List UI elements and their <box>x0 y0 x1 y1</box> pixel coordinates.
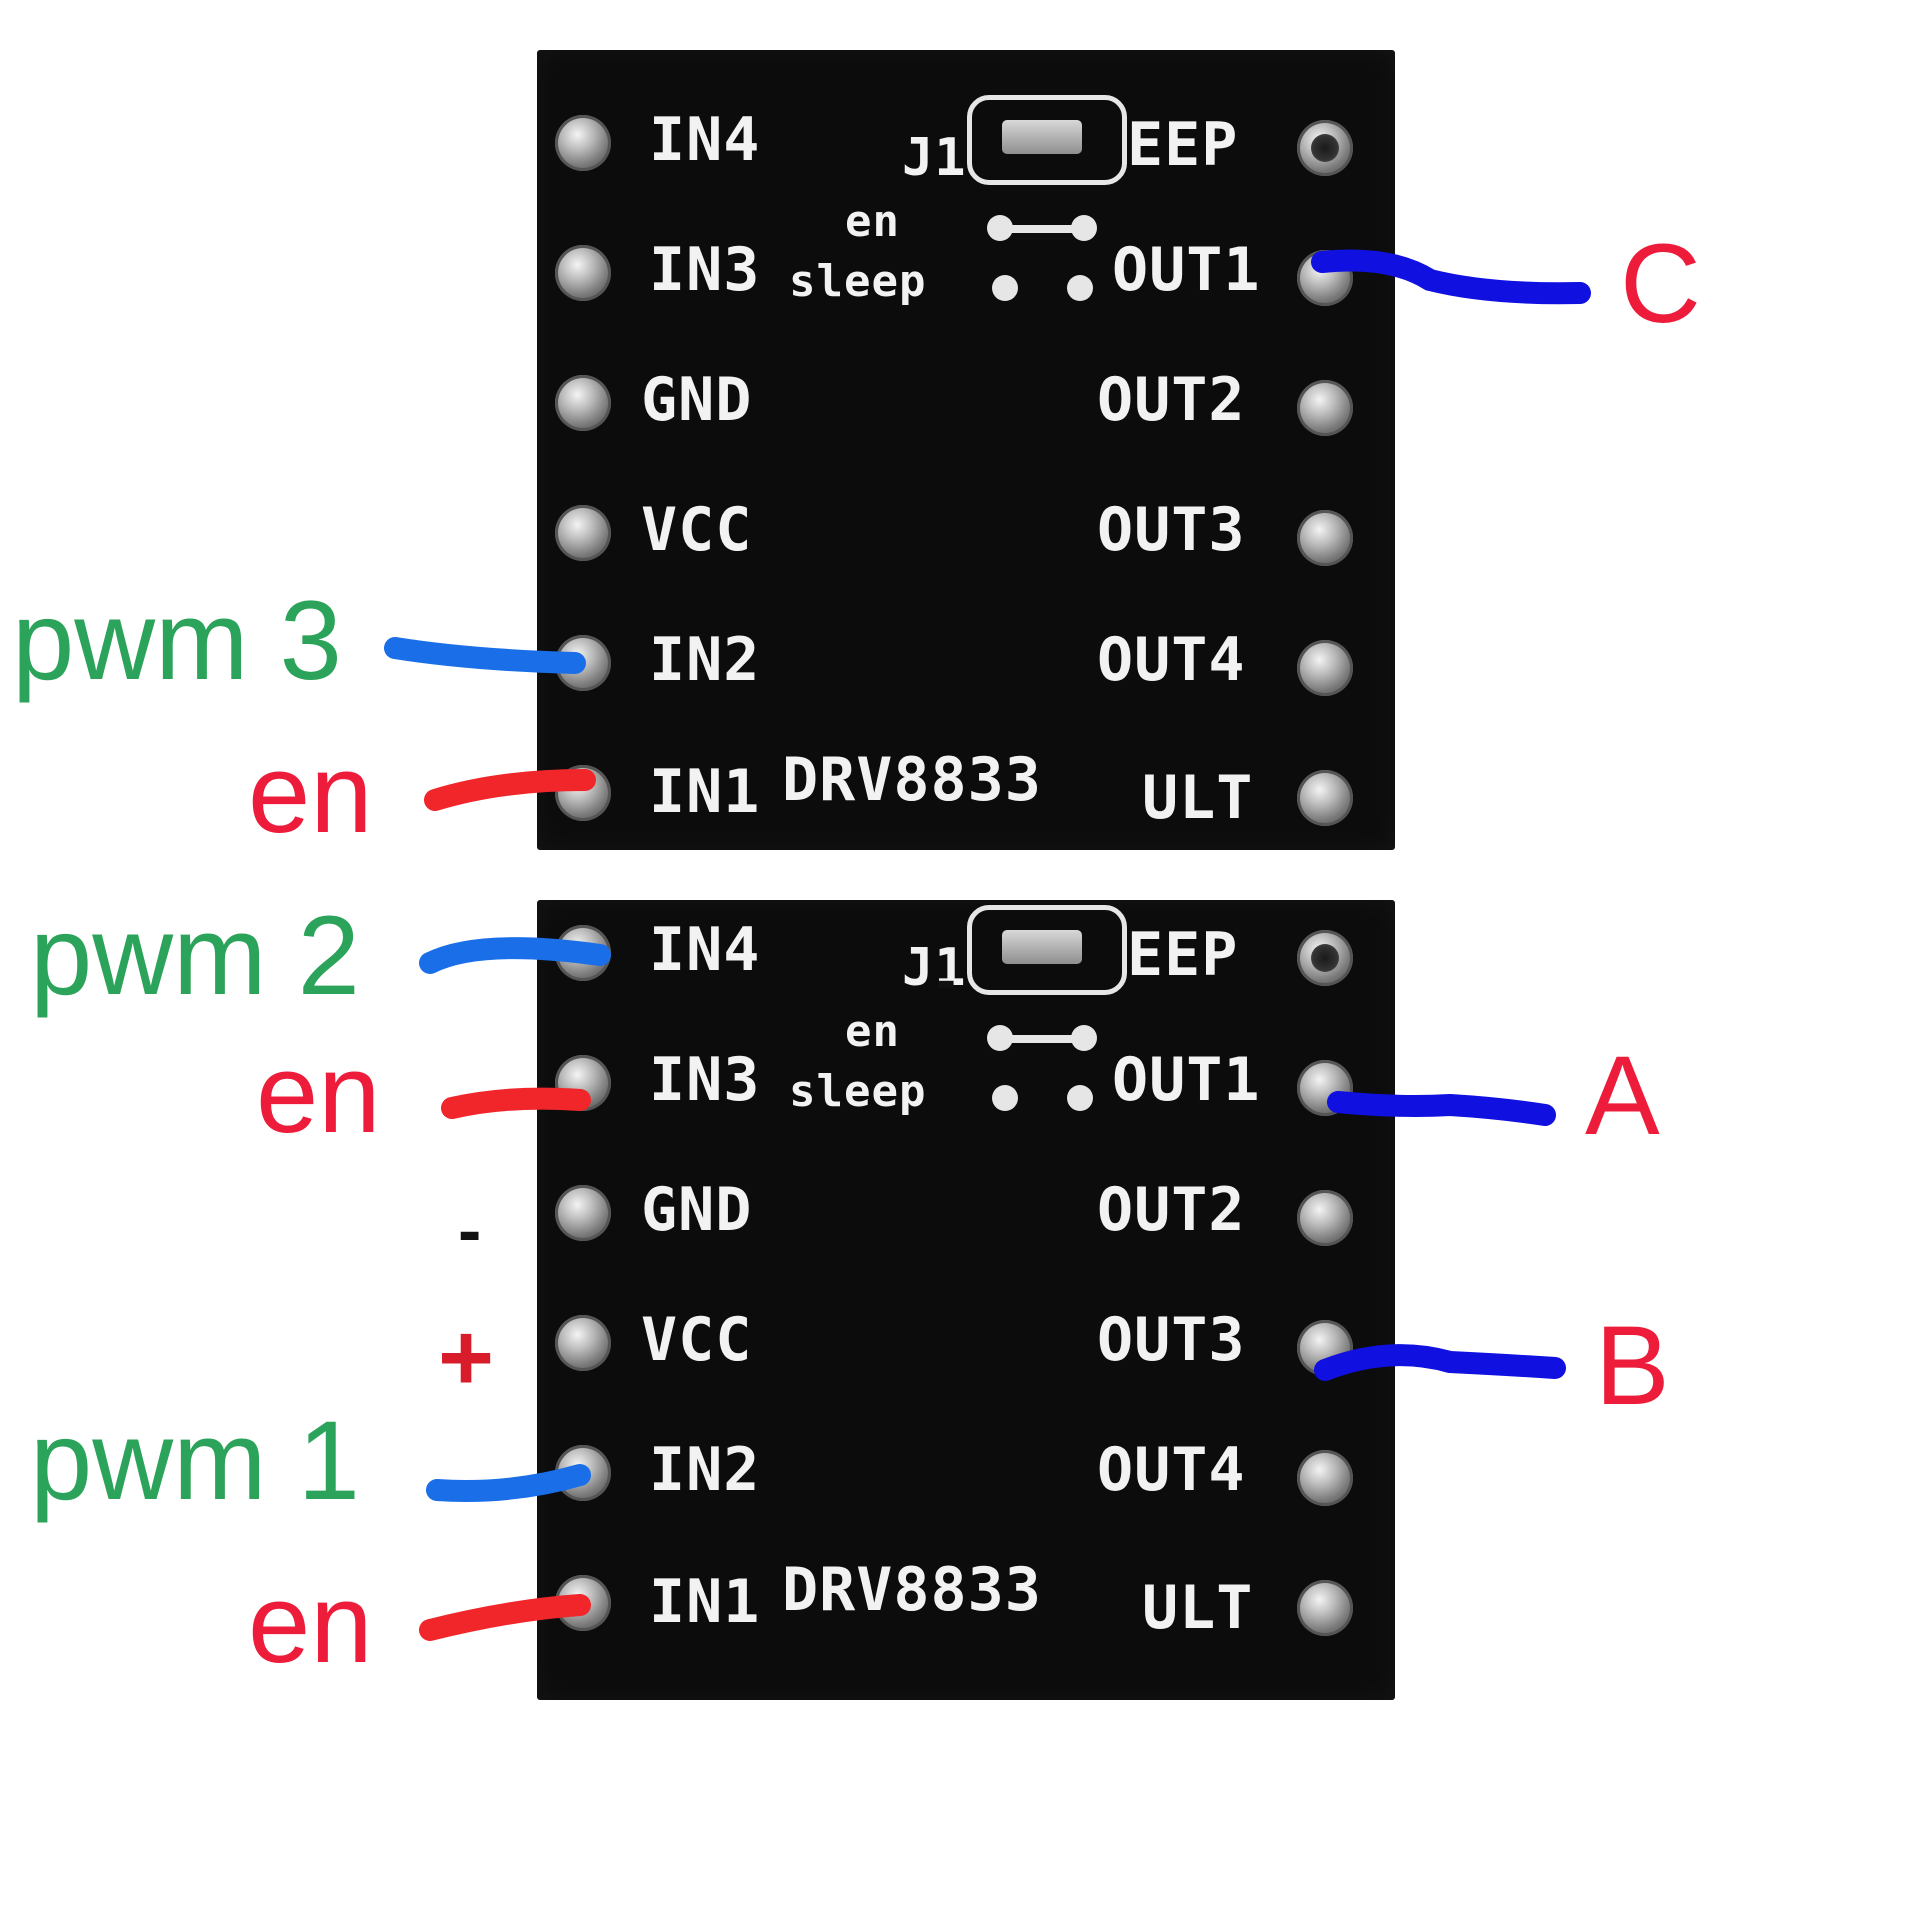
pad-out2 <box>1297 1190 1353 1246</box>
pad-out4 <box>1297 640 1353 696</box>
chip-name: DRV8833 <box>782 745 1042 815</box>
pad-vcc <box>555 1315 611 1371</box>
pin-label-ult: ULT <box>1142 763 1254 833</box>
solder-dot-left <box>992 275 1018 301</box>
pin-label-out3: OUT3 <box>1097 1305 1246 1375</box>
pin-label-eep: EEP <box>1127 110 1239 180</box>
pad-out4 <box>1297 1450 1353 1506</box>
pin-label-vcc: VCC <box>641 1305 753 1375</box>
solder-bridge <box>987 205 1097 241</box>
wire-top-pwm3 <box>384 637 586 674</box>
jumper-j1 <box>967 905 1127 995</box>
label-bottom-en-in3: en <box>256 1031 381 1156</box>
pin-label-eep: EEP <box>1127 920 1239 990</box>
label-bottom-out-b: B <box>1595 1303 1670 1428</box>
pin-label-in1: IN1 <box>649 757 761 827</box>
pin-label-out1: OUT1 <box>1112 1045 1261 1115</box>
label-bottom-pwm1: pwm 1 <box>30 1398 360 1523</box>
pin-label-out2: OUT2 <box>1097 365 1246 435</box>
label-top-out-c: C <box>1620 221 1701 346</box>
label-bottom-vcc-plus: + <box>438 1304 495 1411</box>
wire-bottom-en-in3 <box>441 1087 591 1119</box>
pad-out3 <box>1297 510 1353 566</box>
wire-bottom-b <box>1314 1344 1566 1381</box>
pin-label-out4: OUT4 <box>1097 1435 1246 1505</box>
pin-label-vcc: VCC <box>641 495 753 565</box>
jumper-text-sleep: sleep <box>789 1066 927 1117</box>
jumper-label: J1 <box>902 938 967 998</box>
pad-eep <box>1297 930 1353 986</box>
label-top-en: en <box>248 731 373 856</box>
pin-label-gnd: GND <box>641 1175 753 1245</box>
pin-label-out4: OUT4 <box>1097 625 1246 695</box>
pad-in3 <box>555 245 611 301</box>
pad-eep <box>1297 120 1353 176</box>
pad-in4 <box>555 115 611 171</box>
label-bottom-gnd-minus: - <box>458 1191 482 1269</box>
pin-label-in3: IN3 <box>649 1045 761 1115</box>
wire-bottom-pwm1 <box>426 1464 591 1502</box>
pad-gnd <box>555 375 611 431</box>
solder-dot-right <box>1067 1085 1093 1111</box>
pin-label-in2: IN2 <box>649 625 761 695</box>
pin-label-out1: OUT1 <box>1112 235 1261 305</box>
pin-label-ult: ULT <box>1142 1573 1254 1643</box>
pin-label-in4: IN4 <box>649 105 761 175</box>
pad-out2 <box>1297 380 1353 436</box>
solder-dot-right <box>1067 275 1093 301</box>
jumper-j1 <box>967 95 1127 185</box>
pin-label-in1: IN1 <box>649 1567 761 1637</box>
wire-bottom-pwm2 <box>419 937 611 974</box>
solder-dot-left <box>992 1085 1018 1111</box>
wire-top-c <box>1311 249 1591 305</box>
chip-name: DRV8833 <box>782 1555 1042 1625</box>
pin-label-in3: IN3 <box>649 235 761 305</box>
jumper-text-en: en <box>845 196 900 247</box>
label-bottom-en-in1: en <box>248 1561 373 1686</box>
pin-label-in4: IN4 <box>649 915 761 985</box>
pad-ult <box>1297 1580 1353 1636</box>
pad-ult <box>1297 770 1353 826</box>
pin-label-gnd: GND <box>641 365 753 435</box>
pin-label-out2: OUT2 <box>1097 1175 1246 1245</box>
pad-vcc <box>555 505 611 561</box>
label-jumper-mark: - <box>936 946 956 1013</box>
label-bottom-pwm2: pwm 2 <box>30 893 360 1018</box>
label-top-pwm: pwm 3 <box>12 578 342 703</box>
wire-top-en <box>424 769 596 811</box>
driver-board-top: IN4 IN3 GND VCC IN2 IN1 EEP OUT1 OUT2 OU… <box>537 50 1395 850</box>
jumper-label: J1 <box>902 128 967 188</box>
jumper-text-sleep: sleep <box>789 256 927 307</box>
wire-bottom-a <box>1327 1091 1556 1126</box>
pin-label-out3: OUT3 <box>1097 495 1246 565</box>
pad-gnd <box>555 1185 611 1241</box>
pin-label-in2: IN2 <box>649 1435 761 1505</box>
wire-bottom-en-in1 <box>419 1594 591 1641</box>
label-bottom-out-a: A <box>1585 1033 1660 1158</box>
solder-bridge <box>987 1015 1097 1051</box>
jumper-text-en: en <box>845 1006 900 1057</box>
